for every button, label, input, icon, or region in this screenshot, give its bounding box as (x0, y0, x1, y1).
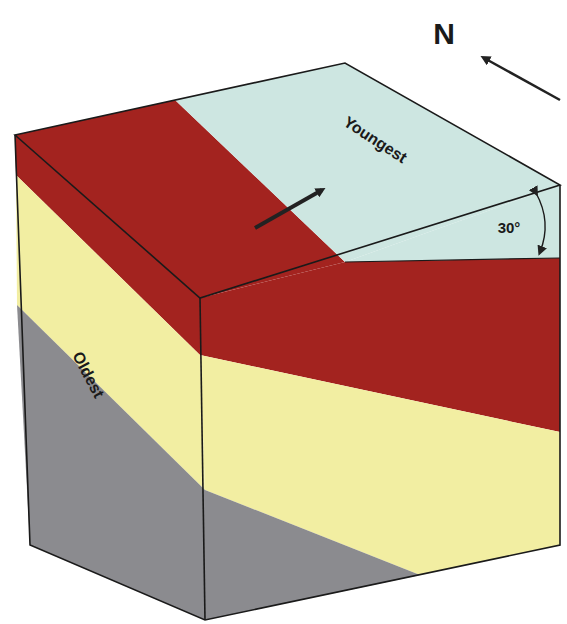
angle-label: 30° (498, 220, 521, 235)
dip-arrow (255, 190, 322, 228)
cube-edges (15, 63, 560, 620)
oldest-layer-front (205, 490, 420, 620)
north-label: N (433, 19, 455, 49)
youngest-layer-top (175, 63, 560, 262)
youngest-layer-front (345, 185, 560, 262)
angle-arc (536, 193, 545, 252)
north-arrow (484, 58, 560, 100)
oldest-layer-left (17, 305, 205, 620)
